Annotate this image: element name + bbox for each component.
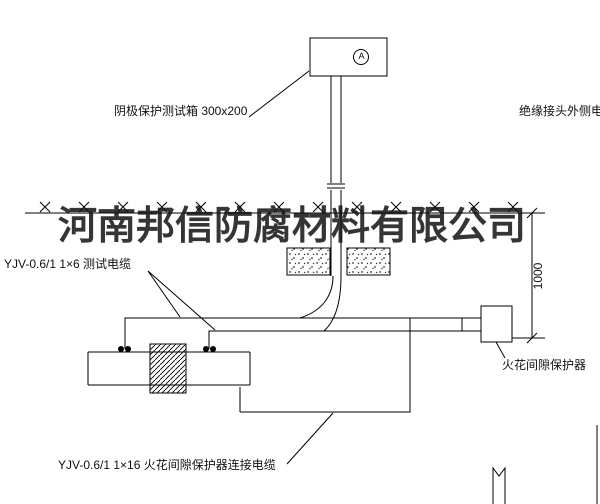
dimension-text-1000: 1000 — [531, 262, 545, 290]
protector-cable-run — [239, 318, 411, 413]
foundation-block-right — [346, 247, 391, 276]
ammeter-circle — [353, 49, 369, 65]
ammeter-letter: A — [358, 51, 365, 61]
label-test-cable: YJV-0.6/1 1×6 测试电缆 — [4, 257, 132, 271]
leader-test-cable — [147, 270, 216, 331]
leader-protector-cable — [286, 412, 334, 465]
cable-terminal-left — [118, 346, 131, 352]
leader-protector — [495, 341, 506, 359]
foundation-block-left — [286, 247, 331, 276]
riser-conduit-lower — [330, 190, 342, 276]
dimension-line — [512, 207, 545, 344]
label-insulated-joint-cable: 绝缘接头外侧电缆 — [519, 104, 600, 118]
cable-terminal-right — [203, 346, 216, 352]
riser-conduit-upper — [330, 76, 342, 183]
pipe-riser-symbol — [492, 466, 506, 504]
spark-gap-protector — [461, 305, 513, 343]
test-cable-runs — [124, 275, 462, 349]
insulating-joint — [149, 343, 187, 394]
company-watermark: 河南邦信防腐材料有限公司 — [58, 203, 527, 249]
leader-test-box — [248, 70, 310, 118]
test-box-outline — [309, 37, 388, 77]
label-protector-cable: YJV-0.6/1 1×16 火花间隙保护器连接电缆 — [58, 458, 276, 472]
label-spark-gap-protector: 火花间隙保护器 — [502, 358, 587, 372]
riser-break-ticks — [327, 183, 345, 189]
label-test-box: 阴极保护测试箱 300x200 — [114, 104, 248, 118]
